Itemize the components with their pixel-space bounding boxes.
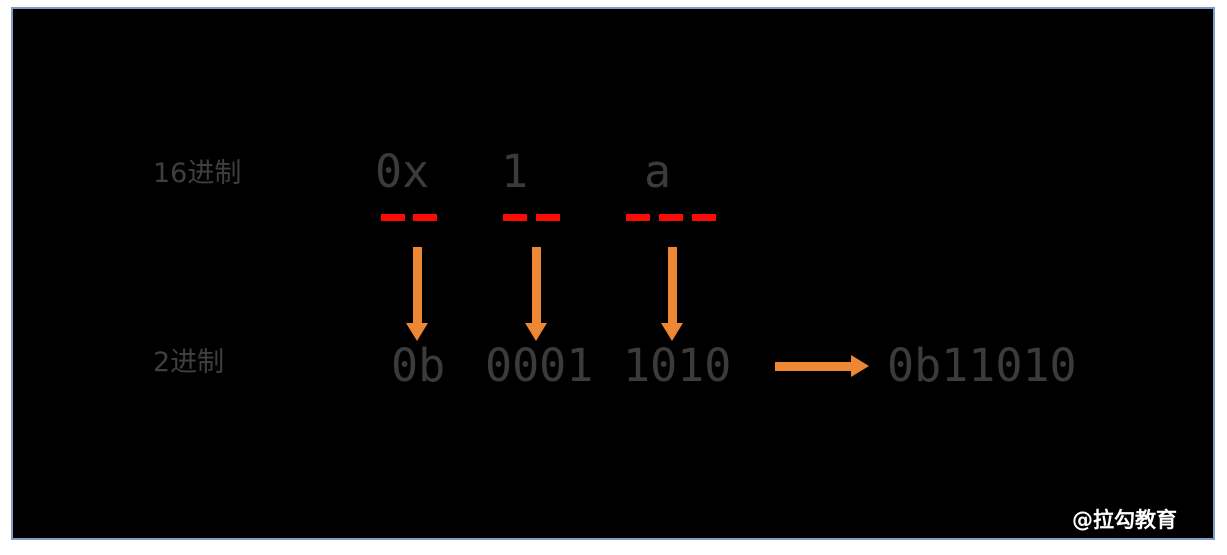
down-arrow-head bbox=[661, 323, 683, 341]
hex-digit-2: a bbox=[644, 145, 672, 198]
down-arrow-shaft bbox=[532, 247, 541, 325]
down-arrow-head bbox=[406, 323, 428, 341]
binary-group-2: 1010 bbox=[623, 339, 732, 392]
result-arrow-head bbox=[851, 355, 869, 377]
diagram-canvas: 16进制 2进制 0x 1 a bbox=[13, 9, 1213, 538]
down-arrow-head bbox=[525, 323, 547, 341]
hex-prefix: 0x bbox=[375, 145, 430, 198]
figure-frame: 16进制 2进制 0x 1 a bbox=[11, 7, 1215, 540]
dash-segment bbox=[659, 214, 683, 221]
dash-segment bbox=[536, 214, 560, 221]
dash-segment bbox=[381, 214, 405, 221]
down-arrow-shaft bbox=[413, 247, 422, 325]
result-value: 0b11010 bbox=[887, 339, 1077, 392]
hex-row-label: 16进制 bbox=[153, 158, 242, 189]
dash-segment bbox=[692, 214, 716, 221]
watermark: @拉勾教育 bbox=[1072, 508, 1177, 532]
hex-digit-1: 1 bbox=[501, 145, 529, 198]
down-arrow-shaft bbox=[668, 247, 677, 325]
binary-prefix: 0b bbox=[391, 339, 446, 392]
dash-segment bbox=[413, 214, 437, 221]
dash-segment bbox=[626, 214, 650, 221]
binary-row-label: 2进制 bbox=[153, 347, 225, 378]
result-arrow-shaft bbox=[775, 362, 853, 371]
binary-group-1: 0001 bbox=[485, 339, 594, 392]
dash-segment bbox=[503, 214, 527, 221]
